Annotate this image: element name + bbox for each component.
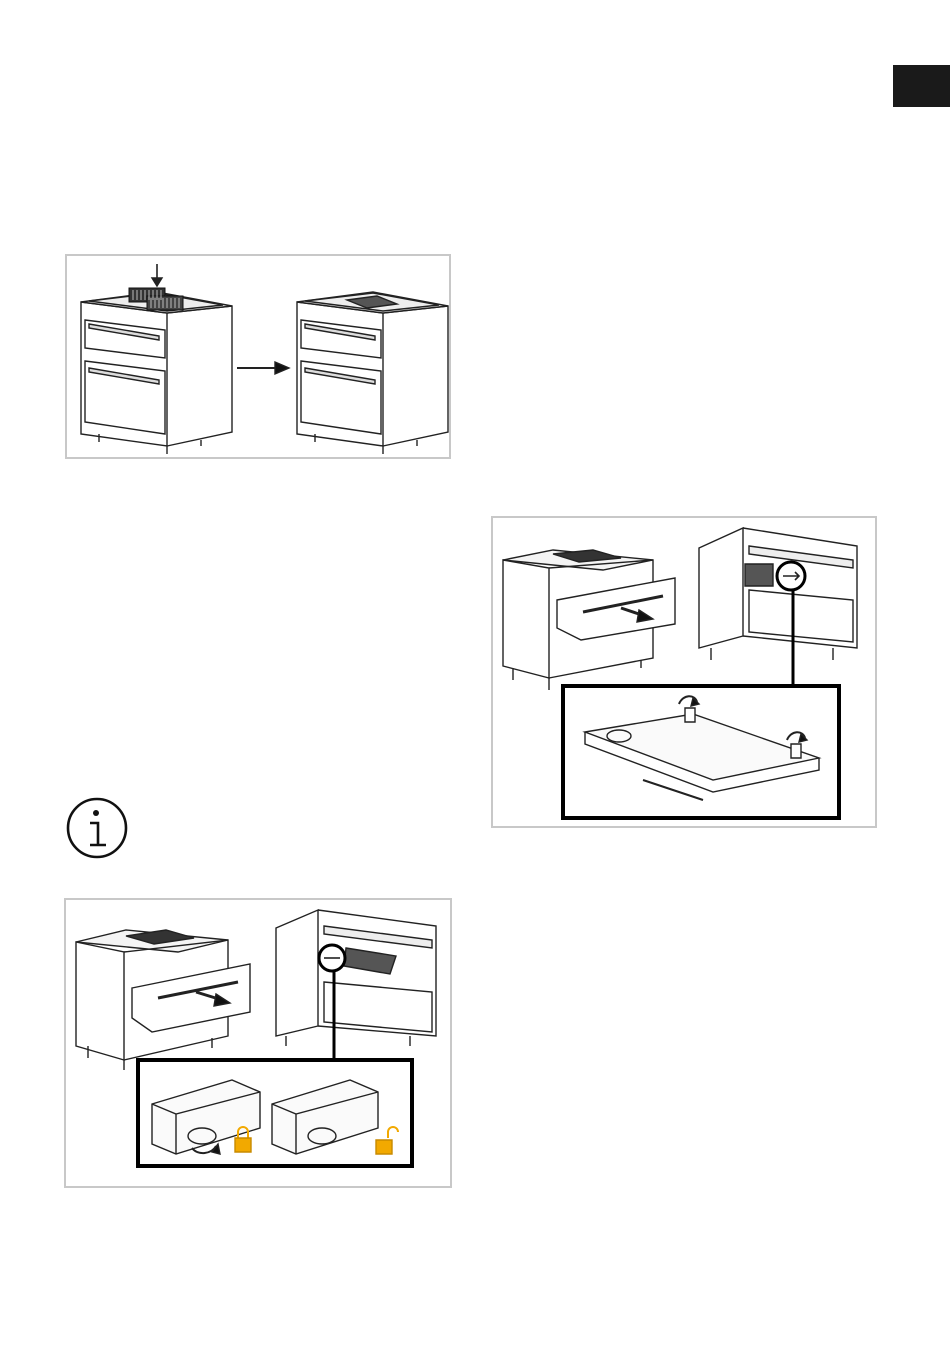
figure-remove-tray bbox=[491, 516, 877, 828]
detail-box-tray bbox=[563, 686, 839, 818]
down-arrow-icon bbox=[152, 264, 162, 286]
info-icon bbox=[66, 797, 128, 859]
figure-insert-filters bbox=[65, 254, 451, 459]
language-tab bbox=[893, 65, 950, 107]
magnifier-circle bbox=[319, 945, 345, 1060]
cabinet-before bbox=[81, 292, 232, 454]
magnifier-circle bbox=[777, 562, 805, 686]
cabinet-rear-view bbox=[276, 910, 436, 1046]
right-arrow-icon bbox=[237, 362, 289, 374]
cabinet-after bbox=[297, 292, 448, 454]
figure-lock-unlock bbox=[64, 898, 452, 1188]
detail-box-lock bbox=[138, 1060, 412, 1166]
cabinet-rear-view bbox=[699, 528, 857, 660]
